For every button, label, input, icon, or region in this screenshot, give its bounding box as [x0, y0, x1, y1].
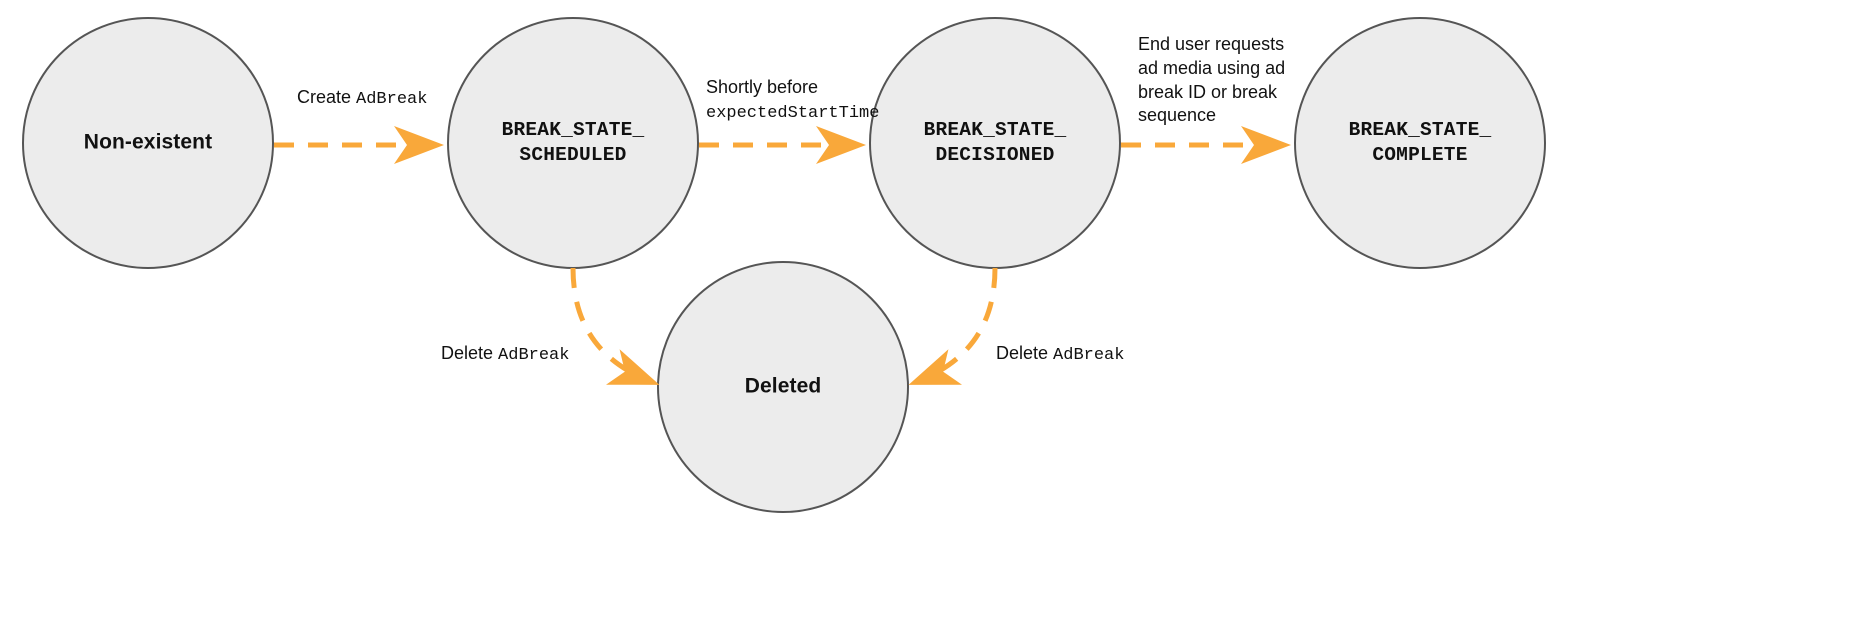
state-node-break-state-complete[interactable]	[1294, 17, 1546, 269]
edge-label-line: Shortly before	[706, 76, 879, 100]
label-text: Shortly before	[706, 77, 819, 97]
state-node-deleted[interactable]	[657, 261, 909, 513]
label-text: break ID or break	[1138, 81, 1278, 102]
label-text: Delete	[441, 343, 499, 363]
label-text: ad media using ad	[1138, 57, 1286, 78]
edge-label-end-user-requests-ad-media: End user requests ad media using ad break …	[1138, 33, 1308, 128]
edge-label-line: sequence	[1138, 104, 1308, 128]
edge-label-shortly-before-expectedstarttime: Shortly before expectedStartTime	[706, 76, 879, 125]
edge-label-line: Create AdBreak	[297, 86, 427, 111]
state-node-break-state-decisioned[interactable]	[869, 17, 1121, 269]
edge-label-delete-adbreak-from-decisioned: Delete AdBreak	[996, 342, 1124, 367]
edge-label-line: Delete AdBreak	[996, 342, 1124, 367]
edge-label-line: End user requests	[1138, 33, 1308, 57]
label-text: End user requests	[1138, 34, 1285, 54]
edge-delete-adbreak-from-scheduled[interactable]	[570, 267, 660, 385]
edge-delete-adbreak-from-decisioned[interactable]	[908, 267, 998, 385]
label-text: Delete	[996, 343, 1054, 363]
nodes-group	[22, 17, 1546, 513]
code-token: AdBreak	[498, 346, 570, 365]
edges-group	[274, 126, 1292, 385]
state-node-break-state-scheduled[interactable]	[447, 17, 699, 269]
edge-label-delete-adbreak-from-scheduled: Delete AdBreak	[441, 342, 569, 367]
code-token: AdBreak	[1053, 346, 1125, 365]
edge-label-create-adbreak: Create AdBreak	[297, 86, 427, 111]
edge-label-line: Delete AdBreak	[441, 342, 569, 367]
label-text: Create	[297, 87, 357, 107]
code-token: AdBreak	[356, 90, 428, 109]
edge-label-line: expectedStartTime	[706, 100, 879, 125]
edge-label-line: break ID or break	[1138, 81, 1308, 105]
edge-label-line: ad media using ad	[1138, 57, 1308, 81]
label-text: sequence	[1138, 105, 1217, 126]
state-node-non-existent[interactable]	[22, 17, 274, 269]
code-token: expectedStartTime	[706, 103, 880, 123]
